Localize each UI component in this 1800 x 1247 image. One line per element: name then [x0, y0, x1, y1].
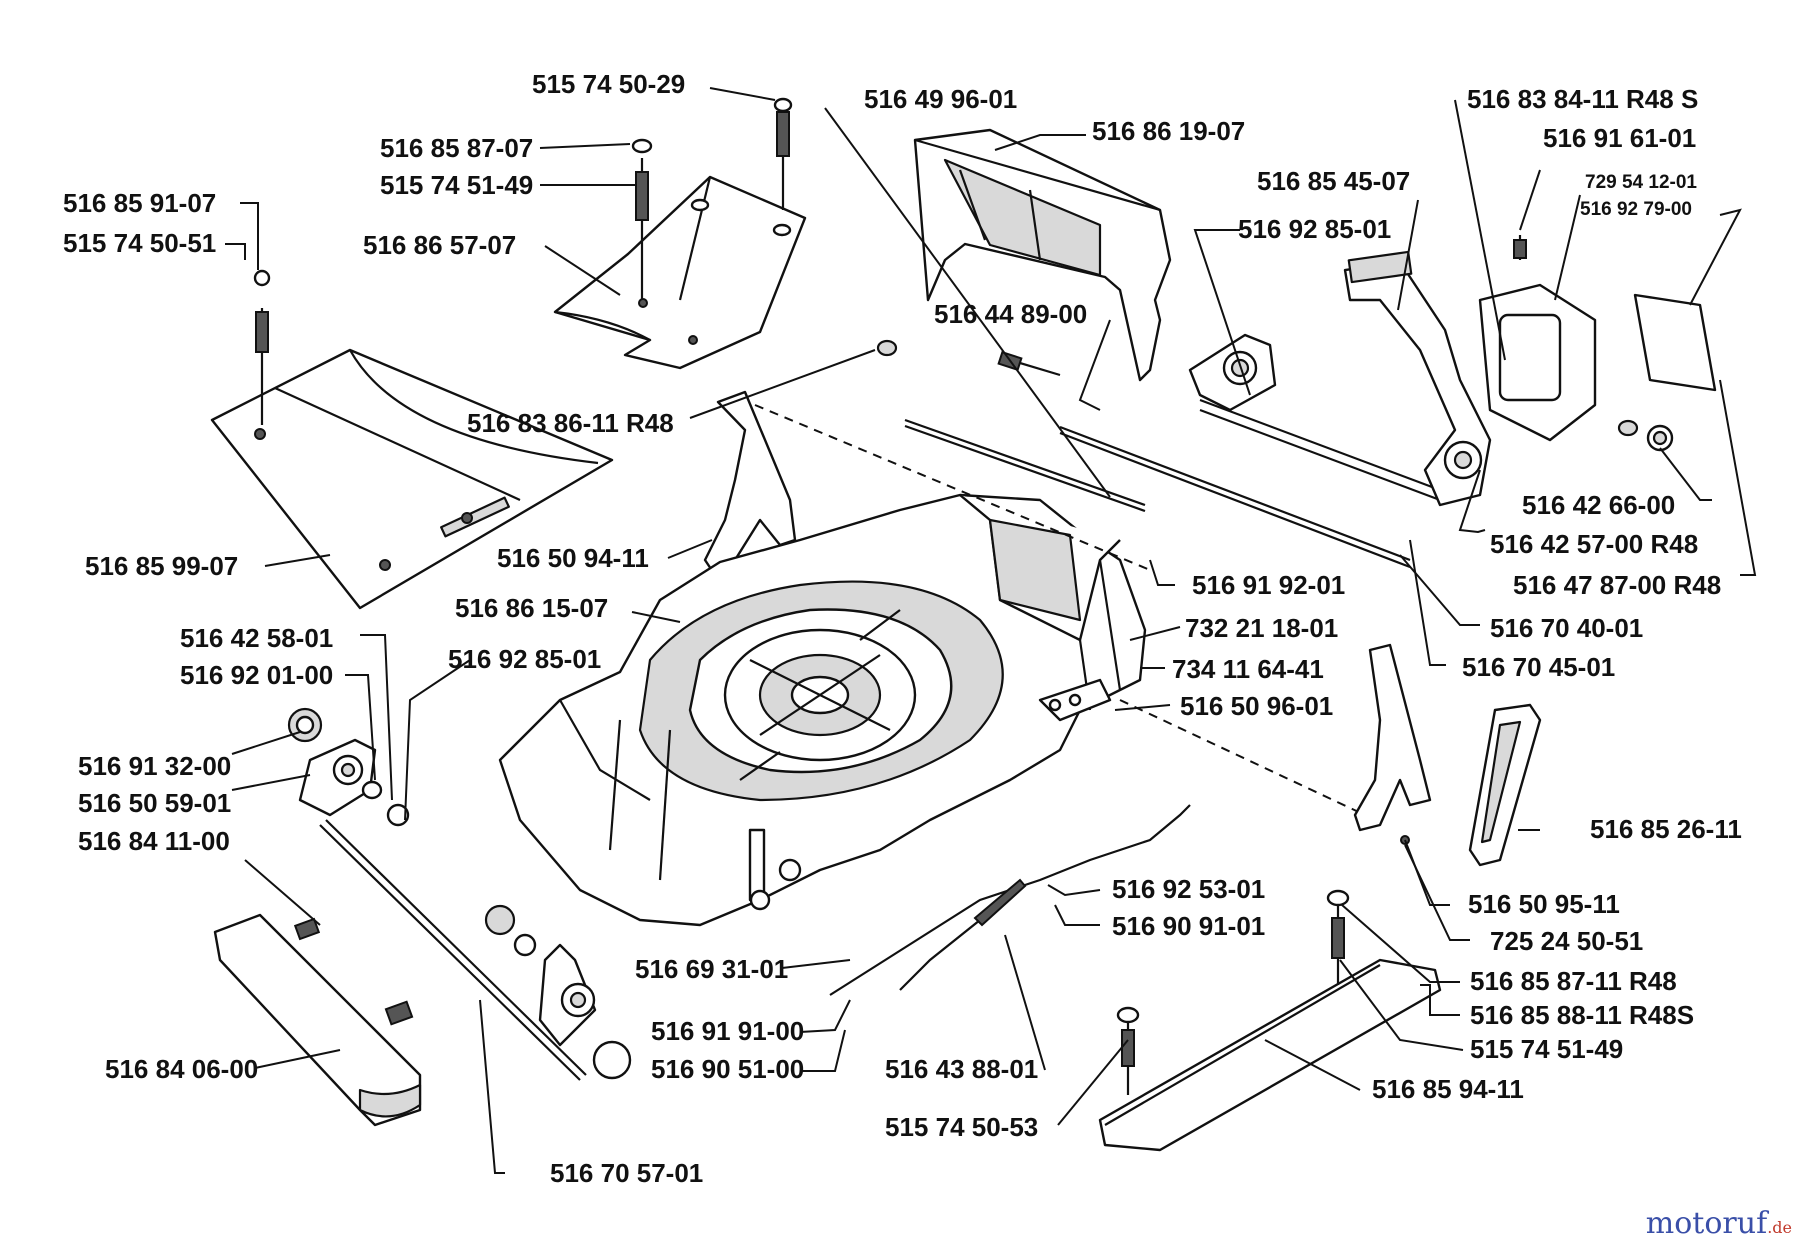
part-label: 516 86 15-07 — [455, 593, 608, 623]
left-side-parts-drawing — [213, 707, 632, 1127]
watermark-text: motoruf — [1645, 1206, 1768, 1241]
part-label: 516 92 01-00 — [180, 660, 333, 690]
leader-lines — [225, 87, 1757, 1174]
part-label: 516 42 58-01 — [180, 623, 333, 653]
part-label: 516 47 87-00 R48 — [1513, 570, 1721, 600]
part-label: 516 85 45-07 — [1257, 166, 1410, 196]
part-label: 516 43 88-01 — [885, 1054, 1038, 1084]
part-label: 516 50 95-11 — [1468, 889, 1620, 919]
part-label: 516 85 99-07 — [85, 551, 238, 581]
part-label: 516 92 79-00 — [1580, 199, 1692, 220]
part-label: 516 42 57-00 R48 — [1490, 529, 1698, 559]
cable-drawing — [829, 804, 1191, 996]
part-labels: 515 74 50-29 516 85 87-07 515 74 51-49 5… — [63, 69, 1742, 1188]
wheel-cover-box-drawing — [1478, 235, 1597, 442]
part-label: 516 70 57-01 — [550, 1158, 703, 1188]
watermark-domain: .de — [1767, 1218, 1792, 1237]
part-label: 734 11 64-41 — [1172, 654, 1324, 684]
mower-deck-drawing — [498, 493, 1147, 927]
part-label: 516 90 51-00 — [651, 1054, 804, 1084]
part-label: 516 92 53-01 — [1112, 874, 1265, 904]
nut-washer-drawing — [1617, 419, 1674, 452]
rear-bracket-drawing — [1188, 333, 1441, 502]
part-label: 516 83 86-11 R48 — [467, 408, 674, 438]
part-label: 516 86 57-07 — [363, 230, 516, 260]
part-label: 516 85 26-11 — [1590, 814, 1742, 844]
part-label: 516 84 06-00 — [105, 1054, 258, 1084]
part-label: 732 21 18-01 — [1185, 613, 1338, 643]
part-label: 516 91 91-00 — [651, 1016, 804, 1046]
left-rear-bracket-drawing — [703, 339, 898, 577]
lever-arm-drawing — [1343, 250, 1492, 507]
part-label: 515 74 51-49 — [380, 170, 533, 200]
part-label: 516 85 87-11 R48 — [1470, 966, 1677, 996]
upper-plate-drawing — [553, 97, 807, 370]
part-label: 516 69 31-01 — [635, 954, 788, 984]
front-bar-drawing — [1098, 889, 1442, 1152]
part-label: 725 24 50-51 — [1490, 926, 1643, 956]
grip-right-drawing — [1468, 703, 1542, 867]
part-label: 516 70 45-01 — [1462, 652, 1615, 682]
part-label: 516 91 92-01 — [1192, 570, 1345, 600]
part-label: 516 44 89-00 — [934, 299, 1087, 329]
part-label: 516 86 19-07 — [1092, 116, 1245, 146]
part-label: 516 50 59-01 — [78, 788, 231, 818]
chute-housing-drawing — [913, 128, 1172, 382]
part-label: 515 74 50-51 — [63, 228, 216, 258]
part-label: 516 90 91-01 — [1112, 911, 1265, 941]
part-label: 515 74 50-53 — [885, 1112, 1038, 1142]
watermark-logo: motoruf.de — [1646, 1206, 1792, 1241]
part-label: 516 50 94-11 — [497, 543, 649, 573]
part-label: 516 85 87-07 — [380, 133, 533, 163]
part-label: 515 74 50-29 — [532, 69, 685, 99]
part-label: 516 83 84-11 R48 S — [1467, 84, 1698, 114]
parts-drawings — [210, 97, 1717, 1152]
right-front-bracket-drawing — [1353, 643, 1432, 845]
part-label: 516 42 66-00 — [1522, 490, 1675, 520]
part-label: 516 92 85-01 — [1238, 214, 1391, 244]
part-label: 516 85 88-11 R48S — [1470, 1000, 1694, 1030]
part-label: 516 50 96-01 — [1180, 691, 1333, 721]
part-label: 729 54 12-01 — [1585, 172, 1697, 193]
dashed-connectors — [754, 404, 1366, 816]
part-label: 516 85 91-07 — [63, 188, 216, 218]
side-panel-drawing — [1633, 293, 1717, 392]
part-label: 515 74 51-49 — [1470, 1034, 1623, 1064]
deflector-plate-drawing — [210, 269, 614, 610]
part-label: 516 85 94-11 — [1372, 1074, 1524, 1104]
part-label: 516 49 96-01 — [864, 84, 1017, 114]
part-label: 516 92 85-01 — [448, 644, 601, 674]
part-label: 516 84 11-00 — [78, 826, 230, 856]
pin-drawing — [997, 350, 1061, 377]
part-label: 516 91 61-01 — [1543, 123, 1696, 153]
part-label: 516 91 32-00 — [78, 751, 231, 781]
part-label: 516 70 40-01 — [1490, 613, 1643, 643]
